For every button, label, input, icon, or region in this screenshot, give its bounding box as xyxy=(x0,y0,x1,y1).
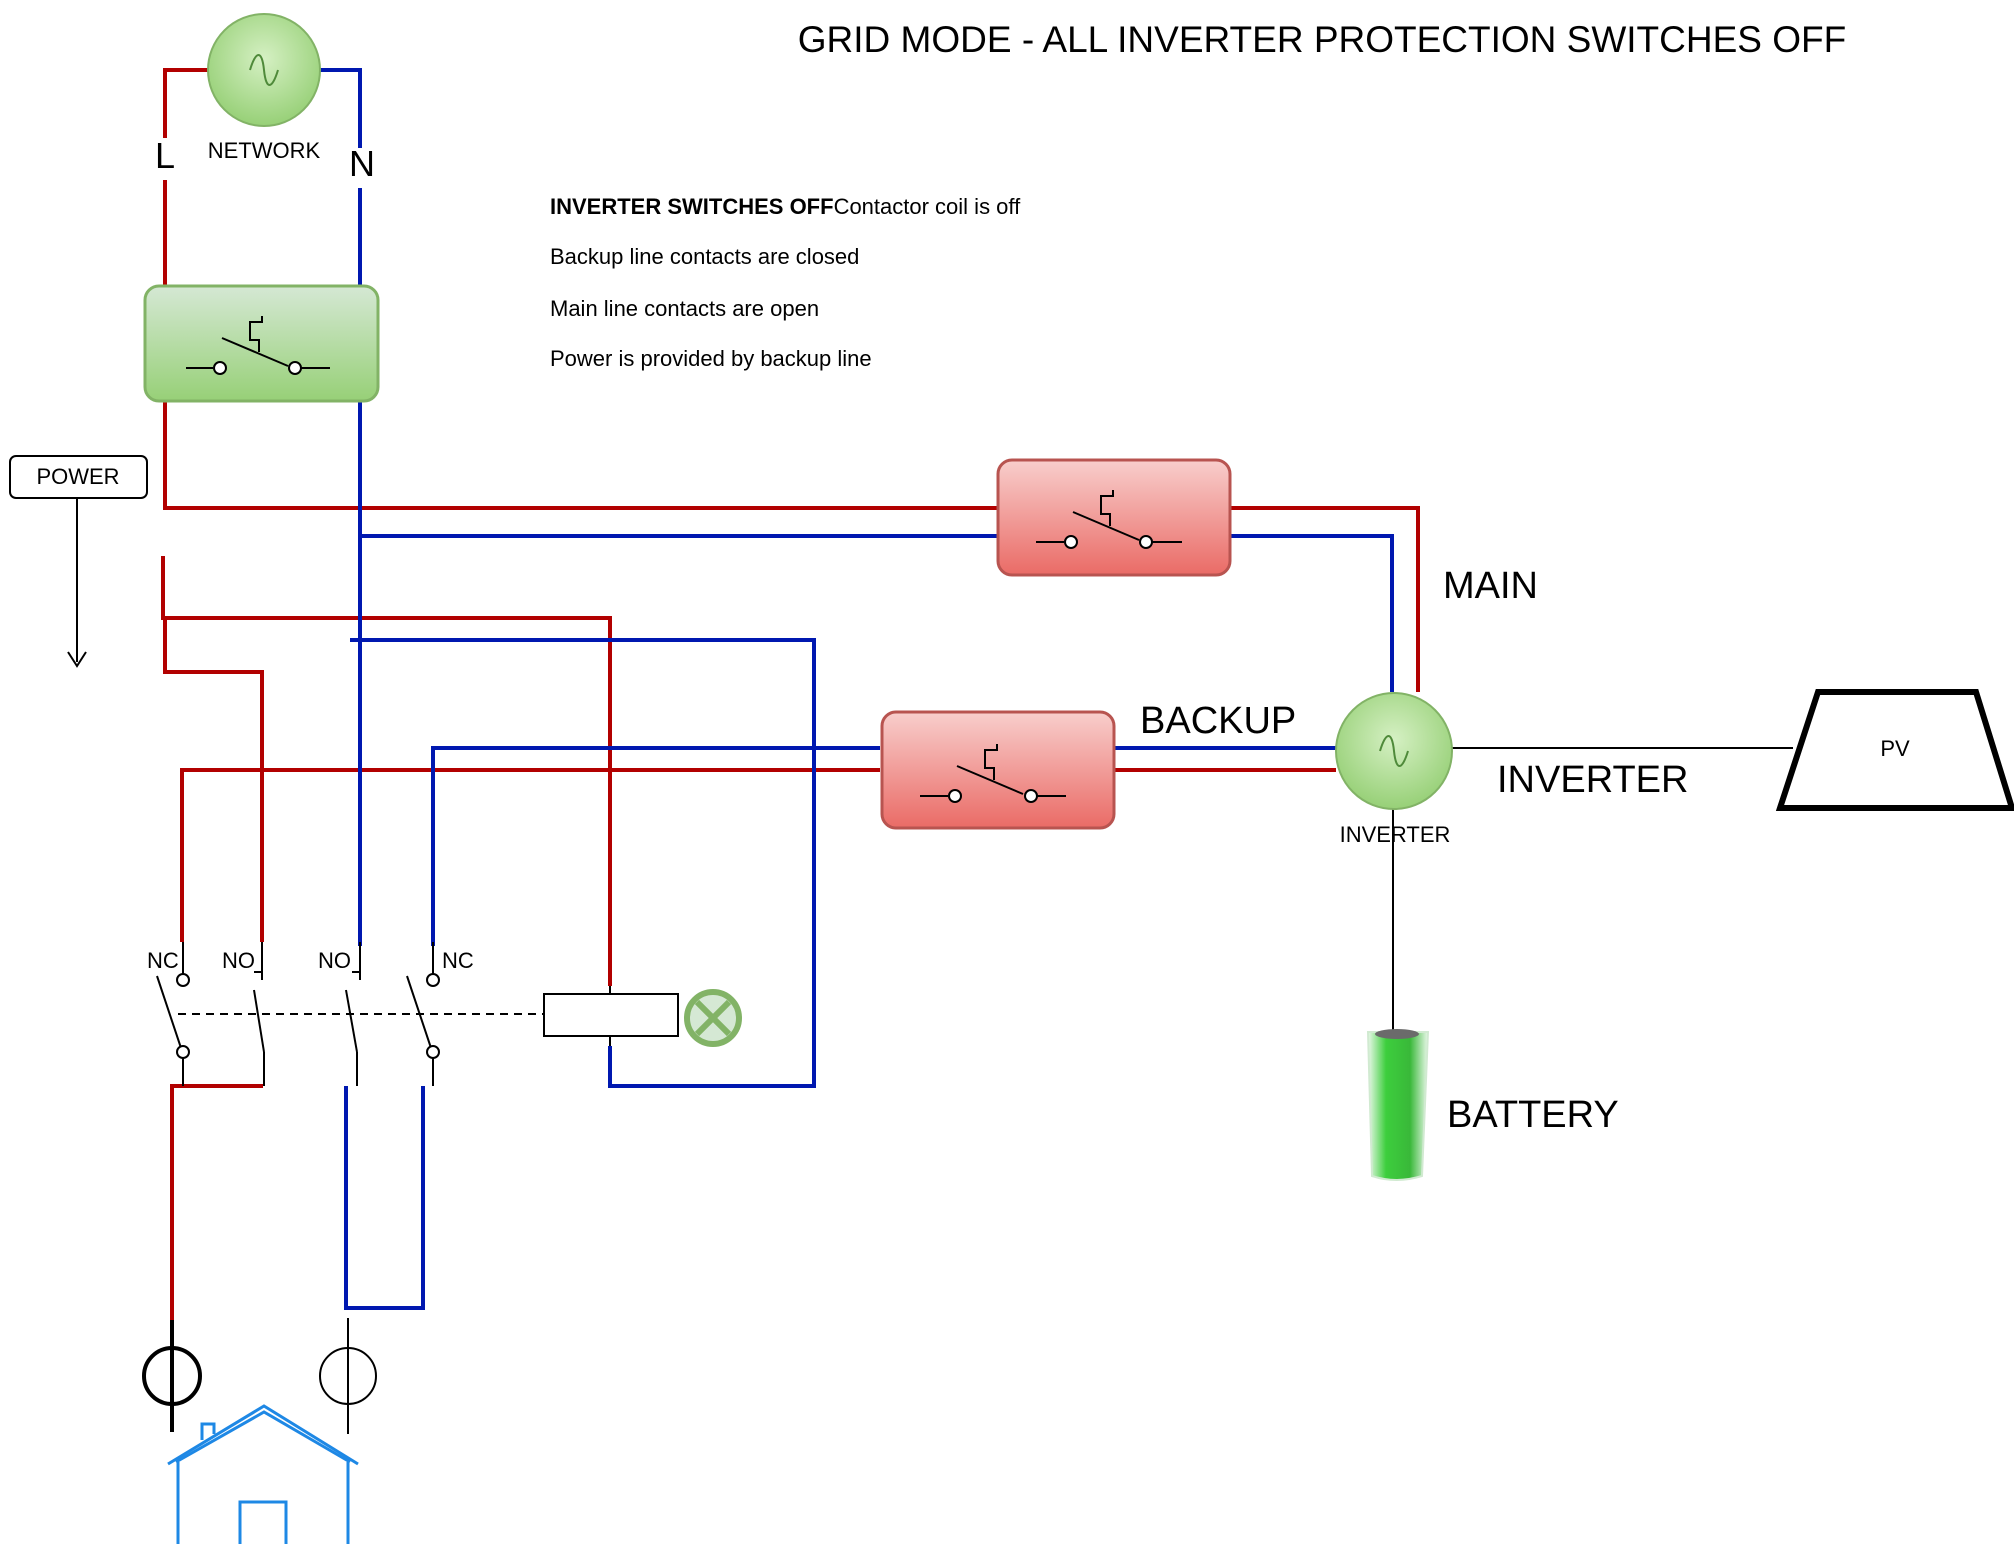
inverter: INVERTER xyxy=(1335,692,1453,847)
note-line-2: Backup line contacts are closed xyxy=(550,244,859,269)
backup-breaker-box xyxy=(880,710,1116,830)
load-socket-neutral xyxy=(319,1318,377,1434)
note-line-1: INVERTER SWITCHES OFFContactor coil is o… xyxy=(550,194,1021,219)
load-socket-live xyxy=(142,1320,202,1432)
contact-label-nc-right: NC xyxy=(442,948,474,973)
power-label: POWER xyxy=(36,464,119,489)
backup-label: BACKUP xyxy=(1140,700,1296,742)
live-wire-main-bus xyxy=(163,400,998,510)
live-label: L xyxy=(155,135,175,176)
neutral-wire-main-out xyxy=(1230,534,1394,692)
sine-wave-icon xyxy=(249,54,279,86)
contactor-coil xyxy=(543,993,679,1037)
inverter-big-label: INVERTER xyxy=(1497,759,1688,801)
neutral-wire-network xyxy=(318,68,362,148)
contact-nc-right xyxy=(406,942,440,1086)
main-breaker-box xyxy=(996,458,1232,577)
note-line-4: Power is provided by backup line xyxy=(550,346,872,371)
power-label-box xyxy=(9,455,148,499)
pv-panel-shape xyxy=(1775,689,2014,811)
contact-label-no-right: NO xyxy=(318,948,351,973)
network-breaker-box xyxy=(143,284,380,403)
battery-label: BATTERY xyxy=(1447,1094,1619,1136)
contact-nc-left xyxy=(156,942,190,1086)
contact-label-nc-left: NC xyxy=(147,948,179,973)
battery-cap xyxy=(1375,1029,1419,1039)
power-arrow-head xyxy=(67,651,87,668)
main-breaker xyxy=(996,458,1232,577)
battery: BATTERY xyxy=(1366,1029,1619,1181)
note-line-1-rest: Contactor coil is off xyxy=(834,194,1022,219)
live-wire-backup xyxy=(180,768,880,942)
inverter-small-label: INVERTER xyxy=(1340,822,1451,847)
live-wire-house xyxy=(170,1084,263,1320)
contact-label-no-left: NO xyxy=(222,948,255,973)
battery-icon xyxy=(1366,1031,1430,1181)
house-icon xyxy=(167,1404,359,1544)
power-indicator: POWER xyxy=(9,455,148,499)
coil-lamp-icon xyxy=(684,989,742,1047)
live-wires xyxy=(161,68,1420,1320)
breaker-switch-icon xyxy=(1036,490,1182,549)
note-line-3: Main line contacts are open xyxy=(550,296,819,321)
network-label: NETWORK xyxy=(208,138,321,163)
network-breaker xyxy=(143,284,380,403)
live-wire-main-out xyxy=(1230,506,1420,692)
changeover-contactor: NC NO NO NC xyxy=(147,942,742,1086)
live-wire-network xyxy=(163,68,210,138)
main-label: MAIN xyxy=(1443,565,1538,607)
neutral-wire-house xyxy=(344,1086,425,1310)
pv-panel: PV xyxy=(1775,689,2014,811)
contact-no-right xyxy=(345,942,361,1086)
breaker-switch-icon xyxy=(186,316,330,375)
backup-breaker xyxy=(880,710,1116,830)
diagram-title: GRID MODE - ALL INVERTER PROTECTION SWIT… xyxy=(798,19,1846,60)
contact-no-left xyxy=(253,942,265,1086)
live-wire-coil-feed xyxy=(161,556,612,986)
pv-label: PV xyxy=(1880,736,1910,761)
neutral-label: N xyxy=(349,143,375,184)
neutral-wire-coil-return xyxy=(350,638,816,1088)
live-wire-no-left xyxy=(163,618,264,942)
note-bold-lead: INVERTER SWITCHES OFF xyxy=(550,194,834,219)
neutral-wire-backup xyxy=(431,746,880,946)
sine-wave-icon xyxy=(1379,735,1409,767)
network-source: NETWORK L N xyxy=(155,13,375,184)
neutral-wires xyxy=(318,68,1394,1310)
breaker-switch-icon xyxy=(920,744,1066,803)
